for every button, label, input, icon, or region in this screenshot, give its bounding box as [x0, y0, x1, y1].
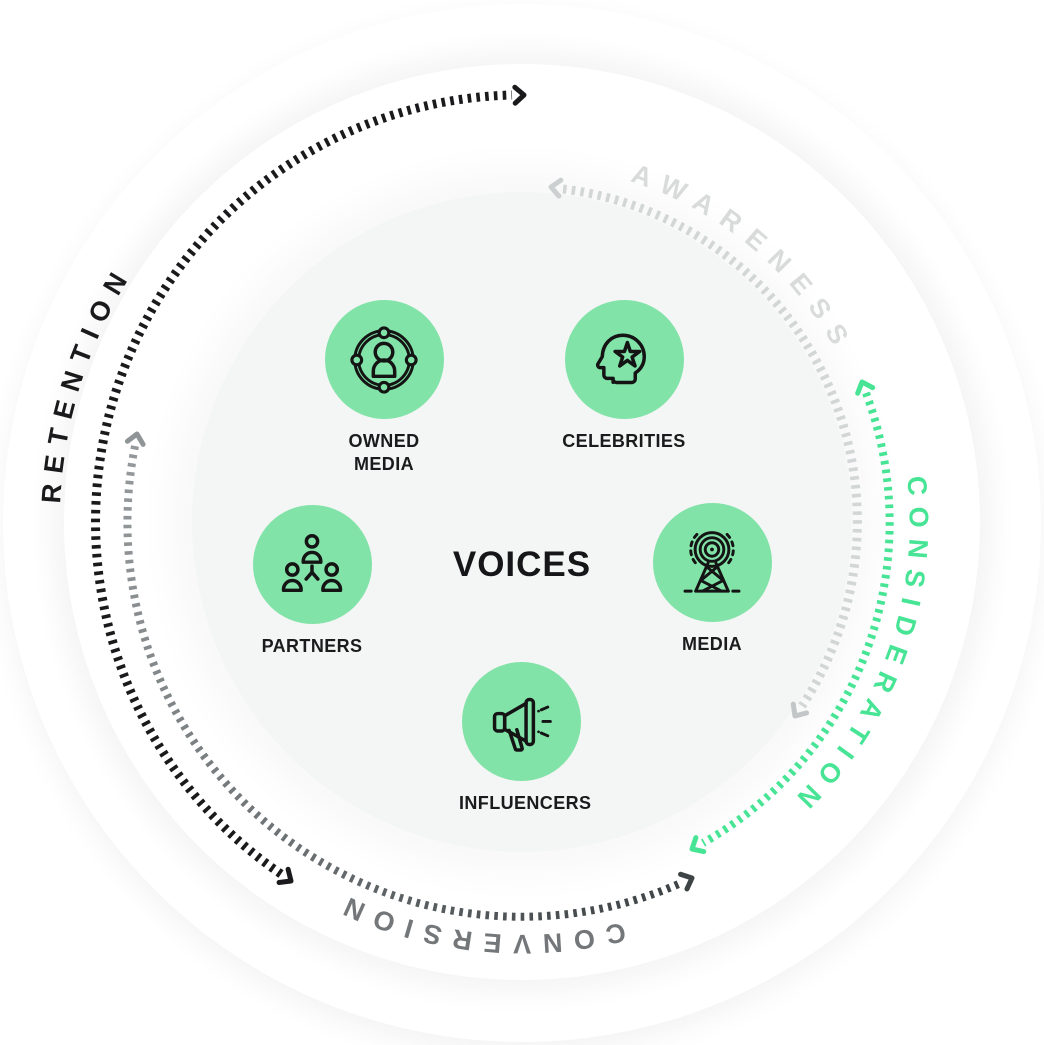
consideration-arrow-top-icon — [855, 379, 876, 396]
voice-label: MEDIA — [682, 634, 742, 654]
retention-arrow-bottom-icon — [276, 866, 294, 886]
voice-label: CELEBRITIES — [562, 431, 686, 451]
voices-center-title: VOICES — [452, 545, 592, 584]
awareness-arrow-bottom-icon — [790, 701, 810, 719]
voice-owned-media: OWNED MEDIA — [304, 300, 464, 476]
network-user-icon — [350, 325, 418, 394]
awareness-arrow-top-icon — [548, 177, 564, 199]
voice-label: OWNED MEDIA — [348, 431, 420, 474]
celebrities-circle — [564, 300, 684, 419]
partners-circle — [252, 505, 372, 624]
org-people-icon — [281, 533, 343, 592]
stage-label-conversion: CONVERSION — [329, 887, 628, 959]
voice-label: INFLUENCERS — [459, 793, 592, 813]
retention-arrow-top-icon — [512, 84, 527, 106]
consideration-arrow-bottom-icon — [689, 835, 707, 855]
media-circle — [652, 503, 772, 622]
stage-label-consideration: CONSIDERATION — [784, 475, 933, 821]
megaphone-icon — [492, 697, 552, 752]
influencers-circle — [461, 662, 581, 781]
retention-arc — [91, 90, 513, 878]
conversion-arrow-left-icon — [124, 431, 146, 447]
owned-media-circle — [324, 300, 444, 419]
voice-media: MEDIA — [632, 503, 792, 656]
head-star-icon — [595, 333, 646, 384]
broadcast-tower-icon — [683, 530, 741, 593]
voice-label: PARTNERS — [261, 636, 363, 656]
conversion-arrow-right-icon — [678, 871, 695, 892]
voice-celebrities: CELEBRITIES — [544, 300, 704, 453]
voice-partners: PARTNERS — [232, 505, 392, 658]
voice-influencers: INFLUENCERS — [441, 662, 601, 815]
conversion-arc — [123, 445, 683, 921]
